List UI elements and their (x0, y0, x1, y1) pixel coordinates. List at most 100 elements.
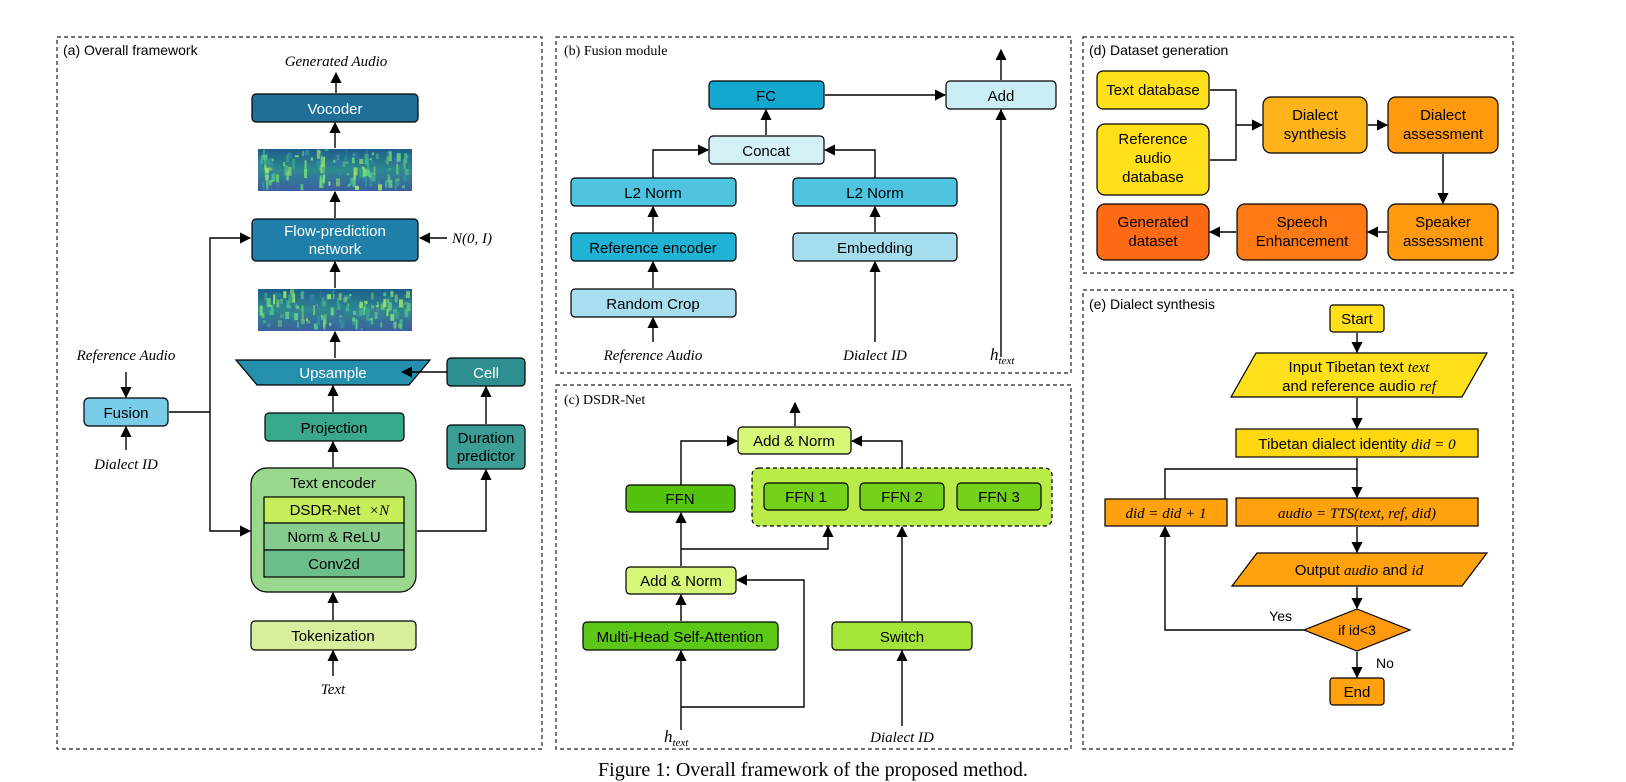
panel-dialect-synthesis: (e) Dialect synthesis Start Input Tibeta… (1082, 289, 1514, 750)
ffn2-label: FFN 2 (881, 489, 923, 506)
no-label: No (1376, 655, 1394, 671)
projection-label: Projection (301, 420, 368, 437)
speech-enhancement-label-2: Enhancement (1256, 233, 1349, 250)
text-database-label: Text database (1106, 82, 1199, 99)
dsdr-net-row (263, 496, 405, 524)
upsample-block (234, 359, 432, 386)
panel-overall-framework: (a) Overall framework Generated Audio Vo… (56, 36, 543, 750)
input-line-1: Input Tibetan text text (1289, 359, 1431, 376)
l2-norm-left-label: L2 Norm (624, 185, 682, 202)
figure-caption: Figure 1: Overall framework of the propo… (598, 759, 1028, 781)
ffn3-box (956, 482, 1042, 511)
ffn2-box (859, 482, 945, 511)
dialect-synthesis-box (1262, 96, 1368, 154)
vocoder-label: Vocoder (307, 101, 362, 118)
speaker-assessment-label-1: Speaker (1415, 214, 1471, 231)
dialect-id-input-label-c: Dialect ID (869, 730, 934, 746)
reference-encoder-label: Reference encoder (589, 240, 717, 257)
generated-audio-label: Generated Audio (285, 54, 388, 70)
panel-e-frame (1082, 289, 1514, 750)
yes-label: Yes (1269, 608, 1292, 624)
panel-fusion-module: (b) Fusion module FC Add htext Concat L2… (555, 36, 1072, 374)
input-line-2: and reference audio ref (1282, 378, 1438, 395)
panel-b-frame (555, 36, 1072, 374)
panel-dsdr-net: (c) DSDR-Net Add & Norm FFN 1 FFN 2 FFN … (555, 384, 1072, 750)
speech-enhancement-label-1: Speech (1277, 214, 1328, 231)
tts-label: audio = TTS(text, ref, did) (1278, 506, 1436, 522)
reference-audio-database-label-2: audio (1135, 150, 1172, 167)
panel-c-title: (c) DSDR-Net (564, 393, 645, 408)
generated-dataset-box (1096, 203, 1210, 261)
panel-a-title: (a) Overall framework (63, 42, 199, 58)
input-parallelogram (1229, 352, 1489, 398)
output-parallelogram (1230, 552, 1489, 587)
dsdr-net-label: DSDR-Net (290, 502, 362, 519)
concat-label: Concat (742, 143, 790, 160)
panel-e-title: (e) Dialect synthesis (1089, 296, 1215, 312)
h-text-label-c: htext (664, 727, 689, 749)
fusion-label: Fusion (103, 405, 148, 422)
add-norm-top-label: Add & Norm (753, 433, 835, 450)
speaker-assessment-label-2: assessment (1403, 233, 1484, 250)
h-text-label-b: htext (990, 345, 1015, 367)
norm-relu-label: Norm & ReLU (287, 529, 380, 546)
random-crop-label: Random Crop (606, 296, 699, 313)
decision-diamond (1302, 608, 1412, 652)
text-database-box (1096, 70, 1210, 110)
end-box (1329, 677, 1385, 706)
conv2d-row (263, 549, 405, 578)
dsdr-times-n: ×N (369, 503, 390, 519)
reference-audio-database-label-1: Reference (1118, 131, 1187, 148)
ffn3-label: FFN 3 (978, 489, 1020, 506)
conv2d-label: Conv2d (308, 556, 360, 573)
end-label: End (1344, 684, 1371, 701)
mel-spectrogram-bottom (258, 289, 412, 331)
l2-norm-right-label: L2 Norm (846, 185, 904, 202)
start-box (1329, 304, 1385, 333)
mel-spectrogram-top (258, 149, 412, 191)
flow-prediction-label-2: network (309, 241, 362, 258)
reference-audio-database-box (1096, 123, 1210, 196)
generated-dataset-label-1: Generated (1118, 214, 1189, 231)
tts-box (1235, 497, 1479, 527)
output-label: Output audio and id (1295, 562, 1424, 579)
cell-label: Cell (473, 365, 499, 382)
upsample-label: Upsample (299, 365, 367, 382)
dialect-synthesis-label-2: synthesis (1284, 126, 1347, 143)
tokenization-label: Tokenization (291, 628, 374, 645)
dialect-synthesis-label-1: Dialect (1292, 107, 1339, 124)
dialect-identity-box (1235, 428, 1479, 458)
switch-label: Switch (880, 629, 924, 646)
ffn-label: FFN (665, 491, 694, 508)
decision-label: if id<3 (1338, 622, 1376, 638)
duration-predictor-label-1: Duration (458, 430, 515, 447)
mhsa-label: Multi-Head Self-Attention (597, 629, 764, 646)
reference-audio-input-label: Reference Audio (76, 348, 176, 364)
panel-b-title: (b) Fusion module (564, 44, 667, 59)
noise-label: N(0, I) (451, 231, 492, 247)
embedding-label: Embedding (837, 240, 913, 257)
duration-predictor-label-2: predictor (457, 448, 515, 465)
ffn1-box (763, 482, 849, 511)
increment-label: did = did + 1 (1125, 506, 1206, 522)
panel-a-frame (56, 36, 543, 750)
text-encoder-label: Text encoder (290, 475, 376, 492)
reference-audio-database-label-3: database (1122, 169, 1184, 186)
dialect-identity-label: Tibetan dialect identity did = 0 (1258, 436, 1456, 453)
dialect-assessment-label-2: assessment (1403, 126, 1484, 143)
text-input-label: Text (321, 682, 346, 698)
generated-dataset-label-2: dataset (1128, 233, 1178, 250)
panel-c-frame (555, 384, 1072, 750)
panel-d-frame (1082, 36, 1514, 274)
start-label: Start (1341, 311, 1374, 328)
dialect-id-input-label-b: Dialect ID (842, 348, 907, 364)
reference-audio-input-label-b: Reference Audio (603, 348, 703, 364)
ffn1-label: FFN 1 (785, 489, 827, 506)
speech-enhancement-box (1236, 203, 1368, 261)
panel-d-title: (d) Dataset generation (1089, 42, 1228, 58)
panel-dataset-generation: (d) Dataset generation Text database Ref… (1082, 36, 1514, 274)
dialect-id-input-label-a: Dialect ID (93, 457, 158, 473)
flow-prediction-label-1: Flow-prediction (284, 223, 386, 240)
fc-label: FC (756, 88, 776, 105)
